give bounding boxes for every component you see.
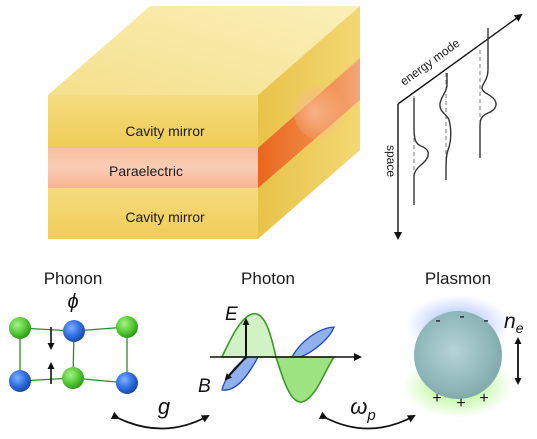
plasmon-plus-3: +: [479, 390, 488, 407]
photon-b-wave-fill-right: [290, 326, 335, 358]
photon-b-wave-fill-left: [221, 356, 260, 391]
density-symbol: n: [504, 310, 516, 333]
plasmon-minus-3: -: [483, 312, 488, 329]
coupling-g-label: g: [158, 394, 171, 419]
plasmon-panel: Plasmon - - - + + + ne: [402, 269, 524, 418]
plasmon-plus-2: +: [456, 395, 465, 412]
plasmon-minus-2: -: [459, 308, 464, 325]
omega-subscript: p: [366, 407, 375, 424]
slab-top-face: [48, 6, 360, 95]
phonon-atom-blue-bottom-left: [9, 370, 31, 392]
plasmon-plus-1: +: [432, 390, 441, 407]
front-bottom-mirror: [48, 188, 258, 239]
photon-title: Photon: [241, 269, 295, 288]
mode-1-curve: [413, 98, 429, 205]
photon-panel: Photon E B: [198, 269, 362, 403]
plasmon-density-label: ne: [504, 310, 524, 336]
phonon-title: Phonon: [44, 269, 103, 288]
front-top-mirror: [48, 95, 258, 148]
photon-e-wave-fill-down: [274, 356, 336, 403]
coupling-g: g: [110, 394, 210, 430]
side-highlight: [294, 84, 346, 140]
phonon-atom-green-top-left: [9, 317, 31, 339]
mode-3-curve: [479, 28, 497, 158]
front-paraelectric: [48, 148, 258, 188]
plasmon-title: Plasmon: [425, 269, 491, 288]
phonon-atom-blue-bottom-right: [116, 372, 138, 394]
coupling-g-arrow: [110, 411, 210, 430]
omega-symbol: ω: [350, 394, 367, 419]
phonon-phi-symbol: ϕ: [67, 291, 78, 313]
photon-e-wave-fill-up: [220, 313, 278, 358]
paraelectric-label: Paraelectric: [109, 163, 183, 179]
phonon-atom-green-top-right: [116, 316, 138, 338]
energy-mode-axis: [397, 13, 523, 105]
coupling-omega-arrow: [318, 411, 416, 430]
photon-b-arrow: [224, 356, 247, 381]
bottom-mirror-label: Cavity mirror: [125, 209, 205, 225]
phonon-atom-green-bottom-mid: [62, 367, 84, 389]
plasmon-charge-cloud: [414, 311, 502, 399]
top-mirror-label: Cavity mirror: [125, 123, 205, 139]
mode-2-curve: [439, 73, 452, 181]
space-label: space: [384, 145, 398, 177]
photon-e-label: E: [225, 304, 238, 325]
mode-plot: energy mode space: [384, 13, 523, 240]
coupling-omega-label: ωp: [350, 394, 375, 424]
cavity-slab: Cavity mirror Paraelectric Cavity mirror: [48, 6, 360, 239]
photon-b-label: B: [198, 376, 211, 397]
coupling-omega: ωp: [318, 394, 416, 430]
density-subscript: e: [516, 320, 524, 336]
phonon-atom-blue-top-mid: [63, 320, 85, 342]
plasmon-minus-1: -: [435, 312, 440, 329]
phonon-panel: Phonon ϕ: [9, 269, 138, 394]
